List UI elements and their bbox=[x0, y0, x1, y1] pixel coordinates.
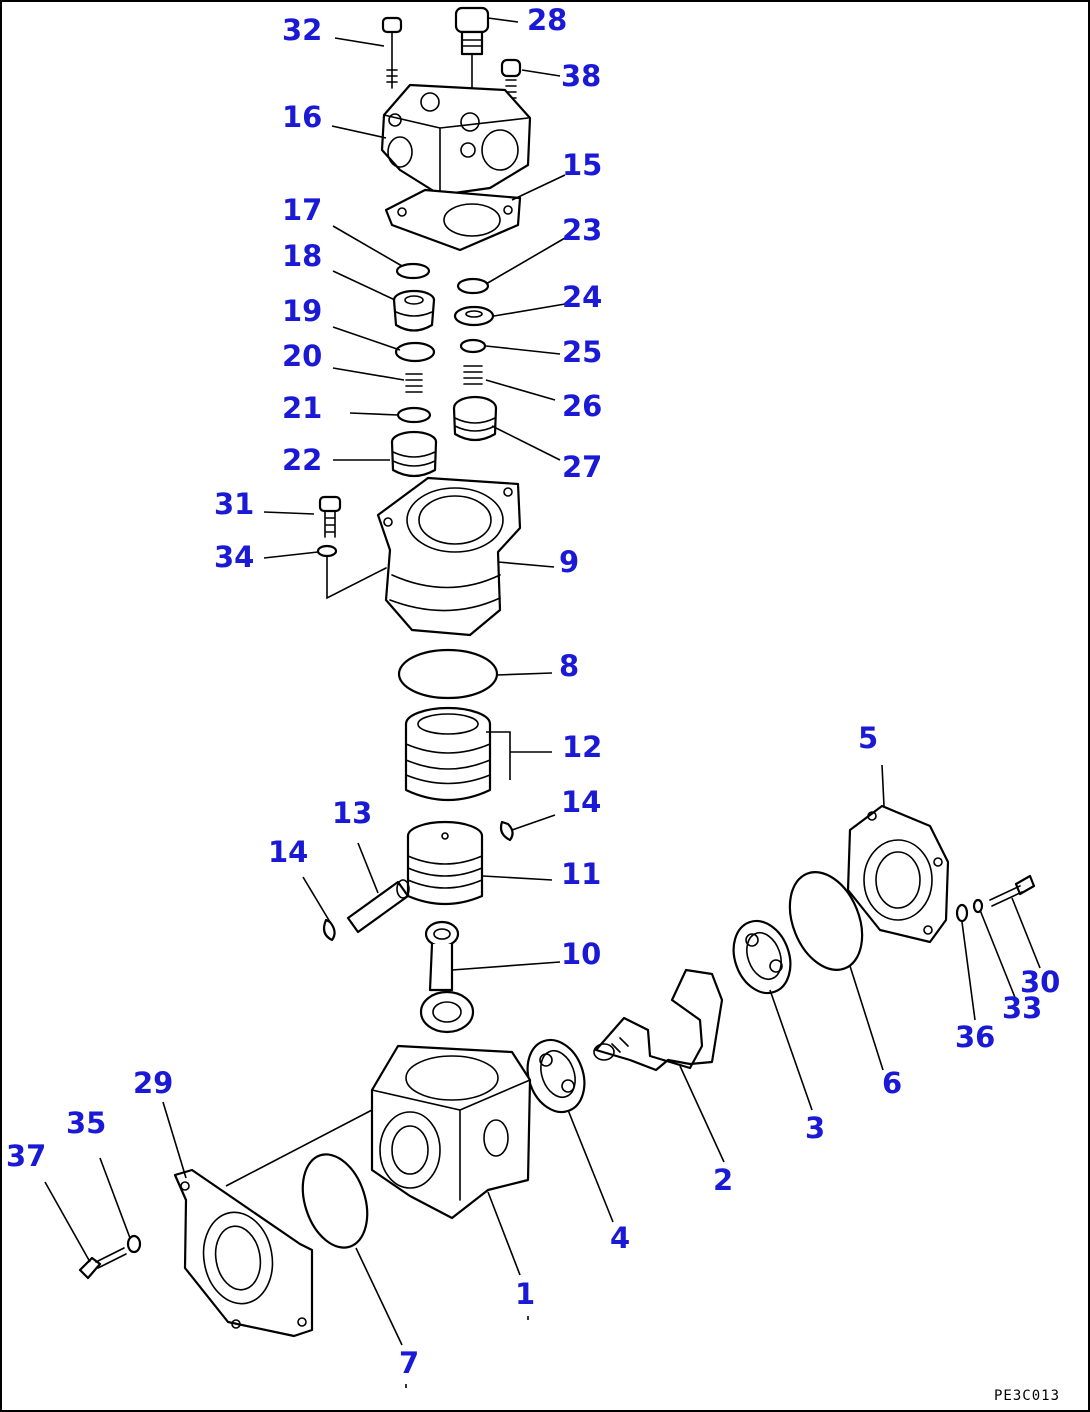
part-washer-33 bbox=[972, 898, 984, 914]
callout-37: 37 bbox=[6, 1139, 46, 1173]
callout-38: 38 bbox=[561, 59, 601, 93]
part-bearing-3 bbox=[732, 919, 792, 995]
callout-1: 1 bbox=[515, 1277, 535, 1311]
callout-labels: 32 28 38 16 15 17 23 18 24 19 25 20 21 2… bbox=[6, 3, 1060, 1380]
callout-35: 35 bbox=[66, 1106, 106, 1140]
callout-4: 4 bbox=[610, 1221, 630, 1255]
callout-26: 26 bbox=[562, 389, 602, 423]
callout-15: 15 bbox=[562, 148, 602, 182]
part-clip-14-left bbox=[322, 918, 336, 942]
callout-22: 22 bbox=[282, 443, 322, 477]
callout-20: 20 bbox=[282, 339, 322, 373]
part-valve-seat-18 bbox=[392, 289, 436, 332]
callout-5: 5 bbox=[858, 721, 878, 755]
part-valve-27 bbox=[452, 395, 498, 442]
leader-lines bbox=[44, 17, 1041, 1388]
part-gasket-15 bbox=[384, 188, 522, 252]
part-spring-26 bbox=[463, 365, 483, 385]
part-bolt-32 bbox=[381, 16, 403, 89]
part-bolt-37 bbox=[78, 1247, 127, 1280]
callout-28: 28 bbox=[527, 3, 567, 37]
callout-17: 17 bbox=[282, 193, 322, 227]
part-piston-rings-12 bbox=[404, 706, 492, 802]
callout-12: 12 bbox=[562, 730, 602, 764]
part-o-ring-8 bbox=[397, 648, 499, 700]
part-spring-20 bbox=[405, 373, 423, 393]
part-connecting-rod-10 bbox=[419, 920, 475, 1034]
part-o-ring-6 bbox=[788, 871, 864, 971]
part-washer-35 bbox=[126, 1234, 142, 1254]
part-bolt-30 bbox=[989, 874, 1036, 907]
callout-25: 25 bbox=[562, 335, 602, 369]
part-o-ring-7 bbox=[225, 1109, 373, 1249]
part-ring-17 bbox=[395, 262, 431, 280]
callout-23: 23 bbox=[562, 213, 602, 247]
part-bolt-31 bbox=[318, 495, 342, 538]
part-end-cover-5 bbox=[846, 804, 950, 944]
part-ring-21 bbox=[396, 406, 432, 424]
callout-33: 33 bbox=[1002, 991, 1042, 1025]
callout-9: 9 bbox=[559, 545, 579, 579]
part-flange-cover-29 bbox=[173, 1168, 314, 1338]
callout-13: 13 bbox=[332, 796, 372, 830]
part-screw-38 bbox=[500, 58, 522, 99]
callout-11: 11 bbox=[561, 857, 601, 891]
callout-32: 32 bbox=[282, 13, 322, 47]
part-cylinder-9 bbox=[376, 476, 522, 637]
part-washer-36 bbox=[955, 903, 969, 923]
callout-30: 30 bbox=[1020, 965, 1060, 999]
part-ring-19 bbox=[394, 341, 436, 363]
callout-2: 2 bbox=[713, 1163, 733, 1197]
callout-36: 36 bbox=[955, 1020, 995, 1054]
callout-7: 7 bbox=[399, 1346, 419, 1380]
callout-14-left: 14 bbox=[268, 835, 308, 869]
part-crankshaft-2 bbox=[593, 968, 724, 1072]
part-ring-25 bbox=[459, 338, 487, 354]
callout-19: 19 bbox=[282, 294, 322, 328]
part-piston-pin-13 bbox=[346, 879, 410, 934]
callout-29: 29 bbox=[133, 1066, 173, 1100]
callout-18: 18 bbox=[282, 239, 322, 273]
part-crankcase-1 bbox=[370, 1044, 532, 1220]
part-piston-11 bbox=[406, 820, 484, 906]
part-clip-14-right bbox=[499, 820, 514, 842]
callout-6: 6 bbox=[882, 1066, 902, 1100]
part-ring-23 bbox=[456, 277, 490, 295]
callout-10: 10 bbox=[561, 937, 601, 971]
callout-31: 31 bbox=[214, 487, 254, 521]
part-washer-34 bbox=[316, 544, 387, 600]
callout-14-right: 14 bbox=[561, 785, 601, 819]
part-cylinder-head-16 bbox=[380, 83, 532, 197]
drawing-code: PE3C013 bbox=[994, 1388, 1060, 1404]
callout-21: 21 bbox=[282, 391, 322, 425]
callout-24: 24 bbox=[562, 280, 602, 314]
callout-27: 27 bbox=[562, 450, 602, 484]
callout-8: 8 bbox=[559, 649, 579, 683]
callout-16: 16 bbox=[282, 100, 322, 134]
part-valve-24 bbox=[453, 305, 495, 327]
callout-34: 34 bbox=[214, 540, 254, 574]
callout-3: 3 bbox=[805, 1111, 825, 1145]
part-valve-22 bbox=[390, 430, 438, 478]
